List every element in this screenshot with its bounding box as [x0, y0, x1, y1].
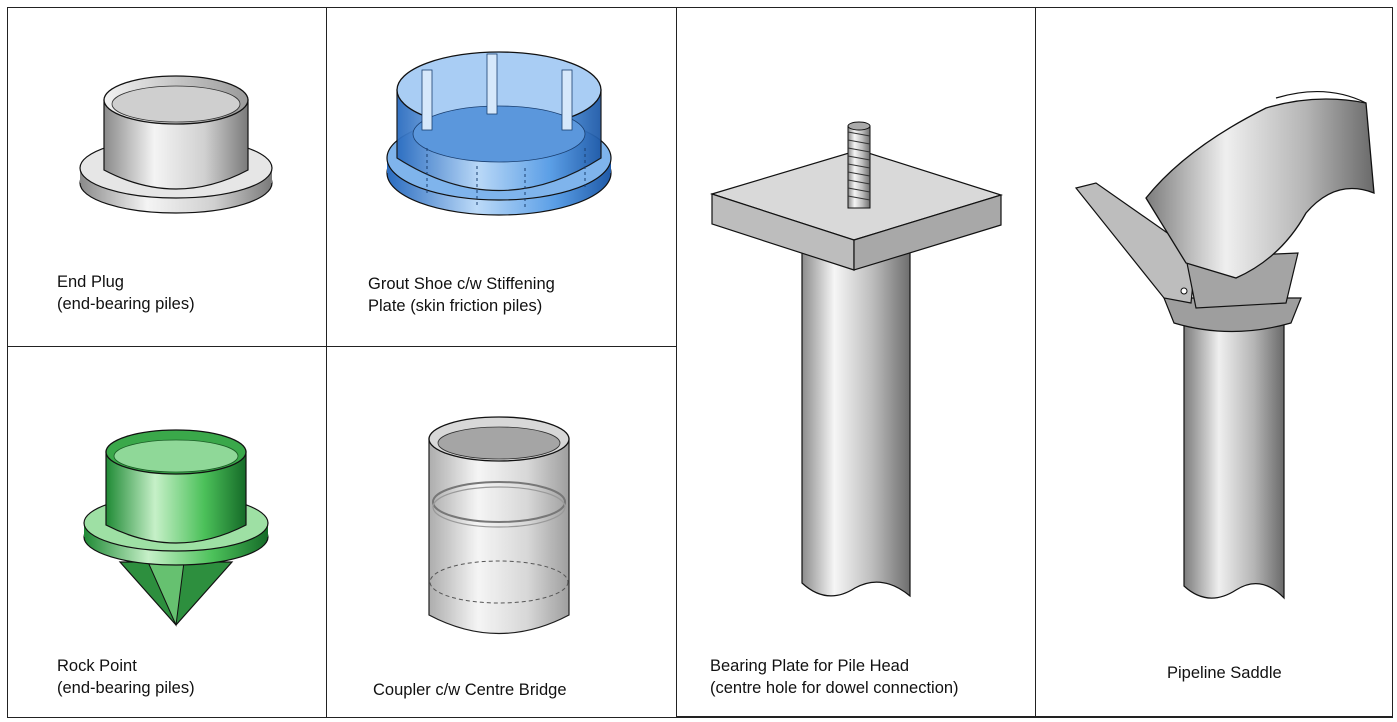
- coupler-title: Coupler c/w Centre Bridge: [373, 681, 567, 699]
- coupler-illustration: [428, 416, 570, 634]
- grout-shoe-caption: Grout Shoe c/w Stiffening Plate (skin fr…: [368, 273, 555, 317]
- rock-point-subtitle: (end-bearing piles): [57, 679, 195, 697]
- cell-grout-shoe: Grout Shoe c/w Stiffening Plate (skin fr…: [327, 8, 677, 347]
- rock-point-title: Rock Point: [57, 657, 137, 675]
- cell-bearing-plate: Bearing Plate for Pile Head (centre hole…: [677, 8, 1036, 717]
- end-plug-caption: End Plug (end-bearing piles): [57, 271, 195, 315]
- cell-rock-point: Rock Point (end-bearing piles): [8, 347, 327, 717]
- product-grid: End Plug (end-bearing piles): [7, 7, 1393, 718]
- pipeline-saddle-title: Pipeline Saddle: [1167, 664, 1282, 682]
- grout-shoe-title: Grout Shoe c/w Stiffening: [368, 275, 555, 293]
- end-plug-title: End Plug: [57, 273, 124, 291]
- bearing-plate-title: Bearing Plate for Pile Head: [710, 657, 910, 675]
- cell-end-plug: End Plug (end-bearing piles): [8, 8, 327, 347]
- grout-shoe-subtitle: Plate (skin friction piles): [368, 297, 543, 315]
- rock-point-illustration: [83, 429, 269, 627]
- coupler-caption: Coupler c/w Centre Bridge: [373, 679, 567, 701]
- bearing-plate-illustration: [709, 121, 1004, 598]
- bearing-plate-caption: Bearing Plate for Pile Head (centre hole…: [710, 655, 959, 699]
- end-plug-subtitle: (end-bearing piles): [57, 295, 195, 313]
- rock-point-caption: Rock Point (end-bearing piles): [57, 655, 195, 699]
- bearing-plate-subtitle: (centre hole for dowel connection): [710, 679, 959, 697]
- end-plug-illustration: [79, 75, 273, 214]
- pipeline-saddle-caption: Pipeline Saddle: [1167, 662, 1282, 684]
- cell-coupler: Coupler c/w Centre Bridge: [327, 347, 677, 717]
- cell-pipeline-saddle: Pipeline Saddle: [1036, 8, 1392, 717]
- pipeline-saddle-illustration: [1074, 91, 1375, 600]
- grout-shoe-illustration: [386, 51, 612, 216]
